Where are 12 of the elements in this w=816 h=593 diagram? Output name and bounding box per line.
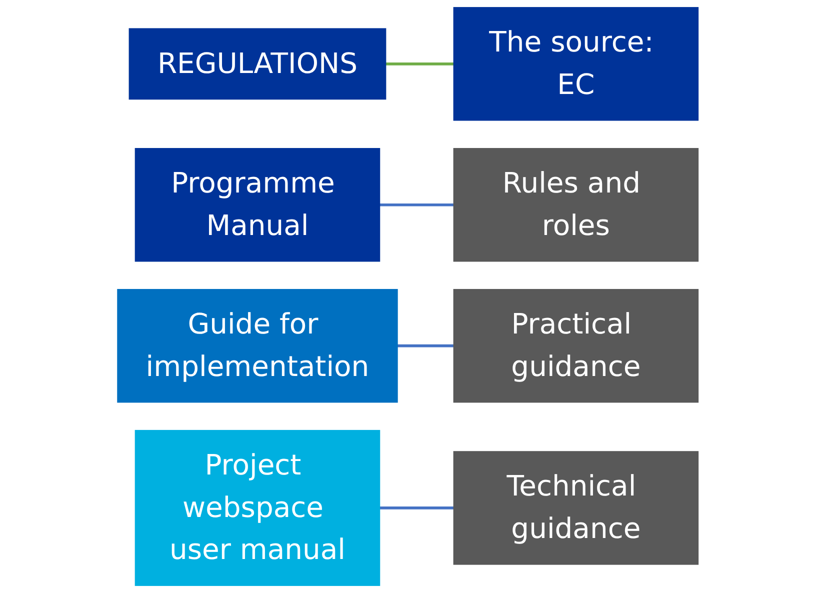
node-box: Programme Manual <box>134 148 380 262</box>
node-box: Project webspace user manual <box>134 430 380 586</box>
node-box: Technical guidance <box>453 451 699 565</box>
node-box: Practical guidance <box>453 288 699 403</box>
connector <box>380 506 454 510</box>
node-box: The source: EC <box>453 7 699 121</box>
node-box: REGULATIONS <box>128 28 386 100</box>
connector <box>386 62 454 66</box>
connector <box>398 344 454 348</box>
node-box: Rules and roles <box>453 148 699 262</box>
connector <box>380 203 454 206</box>
node-box: Guide for implementation <box>117 288 398 403</box>
